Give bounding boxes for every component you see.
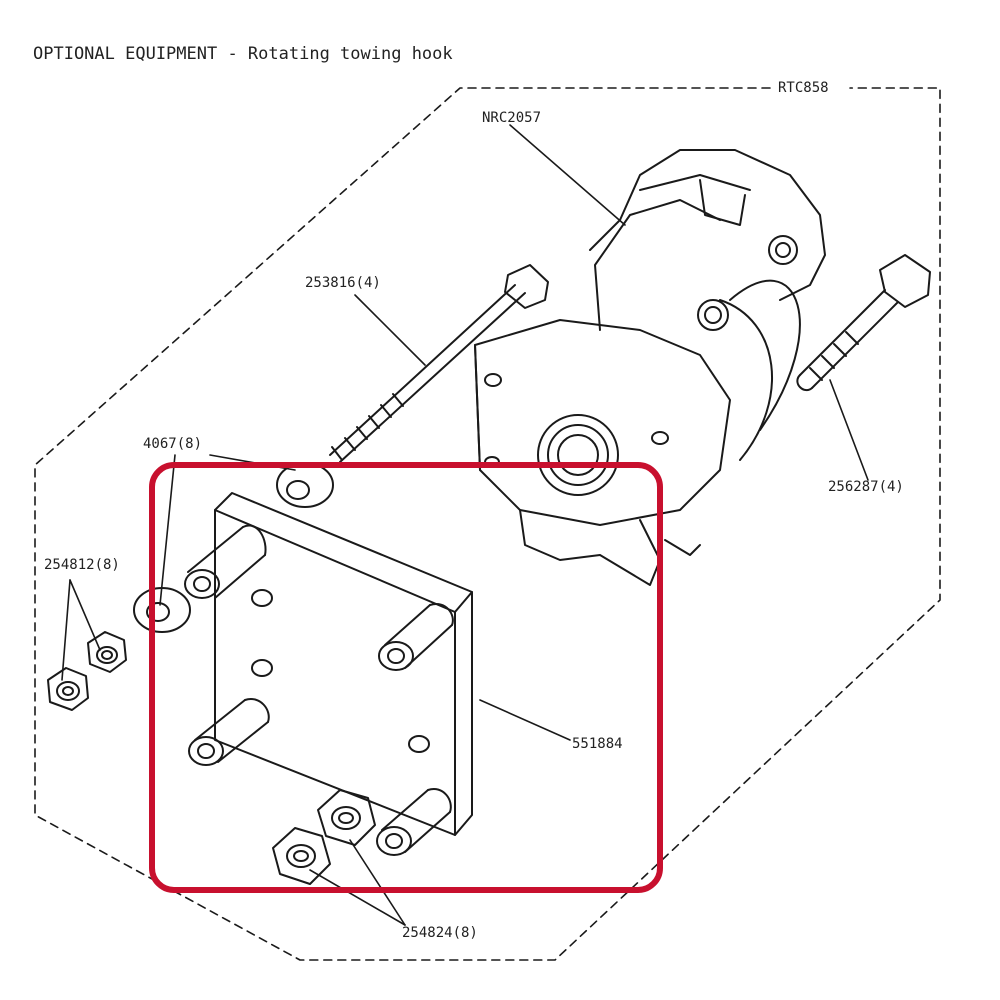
highlight-box [149, 462, 663, 893]
label-hook: NRC2057 [482, 110, 542, 126]
leader-nut-left-a [61, 579, 71, 681]
leader-hook [509, 124, 626, 226]
leader-bolt-right [829, 379, 869, 481]
nut-bottom-1 [317, 789, 376, 846]
leader-nut-bottom-a [349, 839, 406, 926]
label-bolt-right: 256287(4) [828, 479, 904, 495]
spacer-3 [188, 698, 270, 766]
label-plate: 551884 [572, 736, 623, 752]
leader-nut-bottom-b [309, 869, 406, 926]
label-long-bolt: 253816(4) [305, 275, 381, 291]
leader-plate [479, 699, 571, 741]
assembly-boundary [34, 87, 941, 961]
washer-top [276, 462, 334, 508]
leader-long-bolt [354, 294, 426, 366]
nut-left-1 [87, 631, 127, 673]
page-title: OPTIONAL EQUIPMENT - Rotating towing hoo… [33, 44, 453, 64]
label-washer: 4067(8) [143, 436, 203, 452]
nut-bottom-2 [272, 827, 331, 885]
spacer-2 [378, 603, 454, 671]
label-assembly: RTC858 [778, 80, 829, 96]
nut-left-2 [47, 667, 89, 711]
label-nut-left: 254812(8) [44, 557, 120, 573]
mounting-plate [214, 492, 473, 836]
towing-hook [474, 149, 826, 586]
label-nut-bottom: 254824(8) [402, 925, 478, 941]
leader-nut-left-b [69, 579, 101, 651]
long-bolt [329, 264, 549, 463]
spacer-1 [184, 524, 267, 599]
spacer-4 [376, 788, 452, 856]
right-bolt [796, 254, 931, 392]
washer-left [133, 587, 191, 633]
leader-washer [159, 454, 176, 606]
